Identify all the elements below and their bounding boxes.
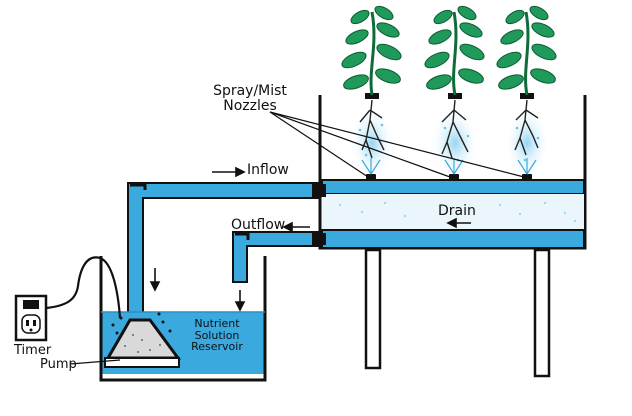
- outflow-label: Outflow: [231, 217, 286, 233]
- arrow-icon: [234, 290, 246, 312]
- plant-icon: [341, 5, 402, 96]
- table-legs: [364, 248, 551, 378]
- wall-outlet-icon: [14, 294, 48, 342]
- arrow-icon: [446, 217, 471, 229]
- arrow-icon: [282, 221, 310, 233]
- power-cord: [45, 256, 122, 319]
- roots: [359, 99, 539, 159]
- arrow-icon: [212, 166, 246, 178]
- pump-pointer-line: [69, 359, 121, 365]
- plants: [341, 5, 557, 96]
- spray-nozzles: [361, 158, 537, 181]
- nozzle-pointer-lines: [269, 111, 525, 178]
- inflow-label: Inflow: [247, 162, 289, 178]
- plant-collars: [365, 93, 534, 99]
- arrow-icon: [149, 268, 161, 292]
- pump-label: Pump: [40, 357, 77, 372]
- timer-label: Timer: [14, 343, 52, 358]
- spray-label-line1: Spray/Mist: [213, 83, 287, 99]
- reservoir-label-line2: Solution: [194, 328, 240, 342]
- drain-label: Drain: [438, 203, 476, 219]
- outflow-pipe: [232, 231, 326, 283]
- mist-clouds: [350, 107, 549, 179]
- inflow-pipe: [127, 182, 326, 326]
- reservoir-label-line1: Nutrient: [194, 317, 240, 330]
- reservoir-label: Nutrient Solution Reservoir: [180, 318, 254, 353]
- spray-label-line2: Nozzles: [223, 97, 277, 114]
- plant-icon: [496, 5, 557, 96]
- pump-icon: [104, 312, 181, 368]
- flow-arrows: [149, 166, 471, 312]
- reservoir-label-line3: Reservoir: [191, 340, 243, 354]
- grow-chamber: [318, 95, 587, 250]
- spray-nozzles-label: Spray/Mist Nozzles: [200, 84, 300, 113]
- plant-icon: [424, 5, 485, 96]
